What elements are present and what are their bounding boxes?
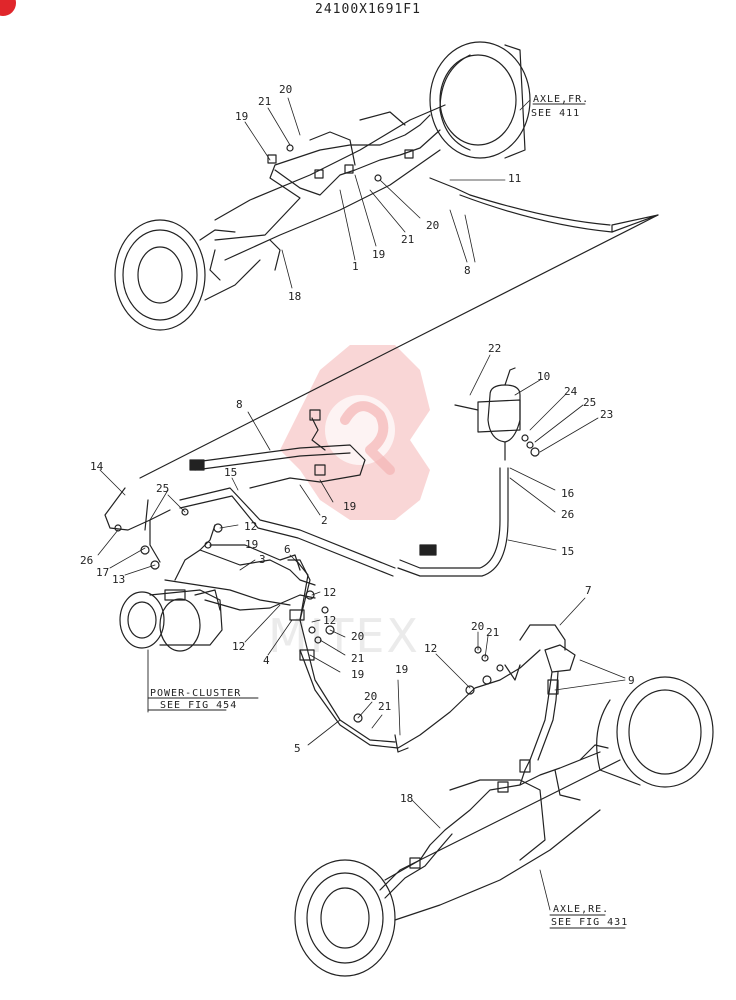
callout: 1 (352, 260, 359, 273)
callout: 22 (488, 342, 501, 355)
axle-front-ref-line2: SEE 411 (531, 108, 580, 119)
callout: 9 (628, 674, 635, 687)
callout: 20 (364, 690, 377, 703)
front-axle (114, 41, 659, 479)
callout: 21 (378, 700, 391, 713)
callout: 12 (424, 642, 437, 655)
callouts-front: 20 21 19 11 20 21 19 1 18 8 (235, 83, 521, 303)
callout: 12 (323, 614, 336, 627)
callout: 20 (426, 219, 439, 232)
callout: 6 (284, 543, 291, 556)
callout: 18 (288, 290, 301, 303)
callout: 18 (400, 792, 413, 805)
callout: 23 (600, 408, 613, 421)
callouts-middle: 22 10 24 25 23 16 26 15 8 19 2 15 14 25 … (80, 342, 635, 687)
callout: 24 (564, 385, 578, 398)
callout: 12 (232, 640, 245, 653)
callout: 19 (372, 248, 385, 261)
callout: 20 (471, 620, 484, 633)
callout: 17 (96, 566, 109, 579)
drawing-number: 24100X1691F1 (315, 2, 421, 17)
callout: 14 (90, 460, 104, 473)
reference-underlines (147, 103, 626, 929)
power-cluster-unit (119, 589, 223, 652)
callout: 12 (244, 520, 257, 533)
axle-front-ref-line1: AXLE,FR. (533, 94, 589, 105)
callout: 4 (263, 654, 270, 667)
callout: 8 (236, 398, 243, 411)
callout: 21 (486, 626, 499, 639)
rear-axle (294, 676, 714, 977)
callout: 13 (112, 573, 125, 586)
callout: 12 (323, 586, 336, 599)
watermark-logo (280, 345, 430, 520)
callout: 20 (279, 83, 292, 96)
power-cluster-ref-line1: POWER-CLUSTER (150, 688, 241, 699)
corner-badge (0, 0, 16, 16)
axle-rear-ref-line2: SEE FIG 431 (551, 917, 628, 928)
callout: 15 (224, 466, 237, 479)
callout: 19 (245, 538, 258, 551)
callout: 8 (464, 264, 471, 277)
power-cluster-ref-line2: SEE FIG 454 (160, 700, 237, 711)
callout: 19 (343, 500, 356, 513)
callout: 20 (351, 630, 364, 643)
callout: 25 (583, 396, 596, 409)
watermark-text: MITEX (268, 609, 420, 663)
axle-rear-ref-line1: AXLE,RE. (553, 904, 609, 915)
callout: 26 (80, 554, 93, 567)
reference-labels: AXLE,FR. SEE 411 POWER-CLUSTER SEE FIG 4… (150, 94, 628, 928)
middle-assembly (104, 367, 576, 761)
callouts-rear: 20 21 19 5 18 (294, 663, 413, 805)
callout: 7 (585, 584, 592, 597)
leader-lines (97, 97, 626, 911)
callout: 19 (235, 110, 248, 123)
callout: 21 (258, 95, 271, 108)
callout: 2 (321, 514, 328, 527)
callout: 19 (351, 668, 364, 681)
callout: 15 (561, 545, 574, 558)
callout: 5 (294, 742, 301, 755)
callout: 26 (561, 508, 574, 521)
callout: 10 (537, 370, 550, 383)
callout: 19 (395, 663, 408, 676)
callout: 11 (508, 172, 521, 185)
callout: 25 (156, 482, 169, 495)
callout: 21 (401, 233, 414, 246)
callout: 3 (259, 553, 266, 566)
callout: 21 (351, 652, 364, 665)
callout: 16 (561, 487, 574, 500)
